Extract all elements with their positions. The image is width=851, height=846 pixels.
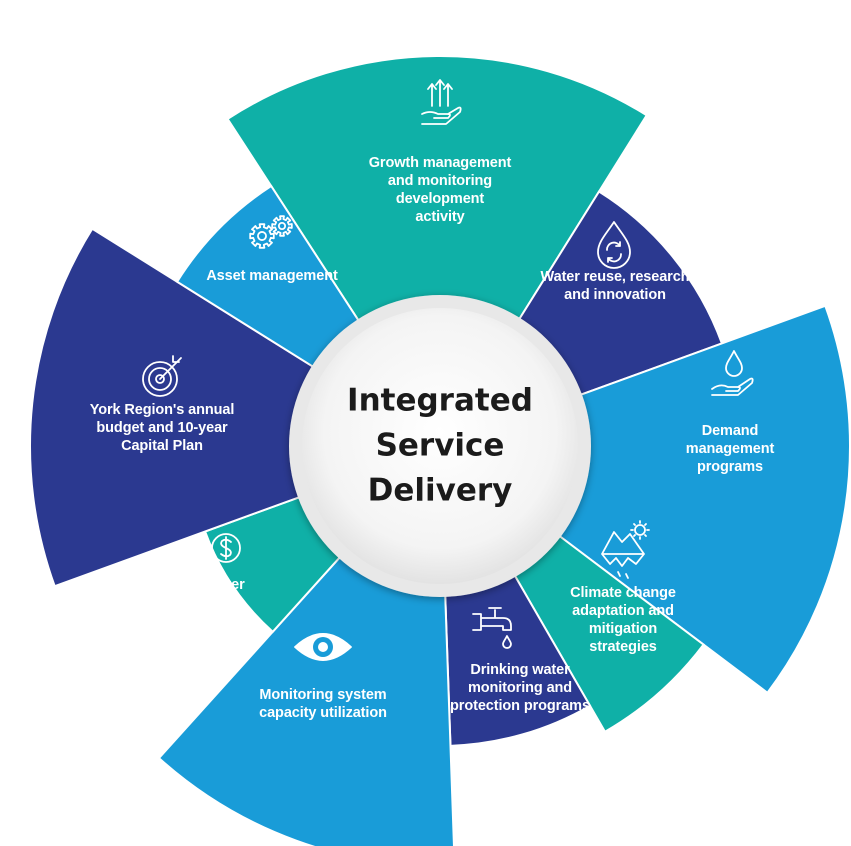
melting-iceberg-icon <box>601 520 650 579</box>
dollar-coin-icon <box>211 533 241 563</box>
segment-label-line: Drinking water <box>470 662 570 678</box>
segment-label-line: capacity utilization <box>259 705 387 721</box>
segment-label-line: strategies <box>589 639 657 655</box>
water-drop-recycle-icon <box>597 221 631 269</box>
segment-label-line: Water <box>205 577 245 593</box>
hand-water-drop-icon <box>711 350 754 396</box>
segment-label-line: protection programs <box>450 698 590 714</box>
segment-label: Asset management <box>206 267 337 285</box>
segment-label: Water reuse, research and innovation <box>541 268 690 304</box>
segment-label-line: Water reuse, research <box>540 269 690 285</box>
segment-label-line: programs <box>696 459 764 475</box>
segment-label-line: activity <box>415 209 465 225</box>
segment-label-line: Growth management <box>368 155 512 171</box>
segment-label-line: budget and 10-year <box>96 420 228 436</box>
segment-label-line: and monitoring <box>387 173 493 189</box>
eye-icon <box>294 633 352 661</box>
segment-icons <box>142 79 754 661</box>
segment-label-line: rates <box>207 595 243 611</box>
center-title-line-2: Service <box>375 427 505 464</box>
target-arrow-icon <box>142 355 182 397</box>
segment-label: Growth management and monitoring developme… <box>369 154 512 226</box>
segment-label-line: Capital Plan <box>121 438 203 454</box>
segment-label-line: Monitoring system <box>259 687 387 703</box>
center-title: Integrated Service Delivery <box>320 379 560 514</box>
segment-label-line: monitoring and <box>467 680 573 696</box>
segment-label-line: and innovation <box>564 287 666 303</box>
segment-label: Monitoring system capacity utilization <box>259 686 387 722</box>
faucet-icon <box>472 607 512 649</box>
segment-label-line: Climate change <box>570 585 676 601</box>
segment-label-line: Demand <box>701 423 759 439</box>
center-inner-disc <box>302 308 578 584</box>
segment-label: Water rates <box>205 576 244 612</box>
gears-icon <box>249 215 293 249</box>
hand-growth-arrows-icon <box>421 79 462 125</box>
segment-label-line: mitigation <box>588 621 658 637</box>
wheel-segments <box>29 55 851 846</box>
segment-label-line: adaptation and <box>572 603 674 619</box>
segment-label-line: York Region's annual <box>89 402 235 418</box>
center-title-line-1: Integrated <box>347 382 533 419</box>
segment-label-line: development <box>395 191 485 207</box>
segment-label: Drinking water monitoring and protection p… <box>450 661 590 715</box>
segment-label: Climate change adaptation and mitigation st… <box>570 584 676 656</box>
segment-label-line: Asset management <box>206 268 338 284</box>
segment-label-line: management <box>685 441 775 457</box>
segment-label: Demand management programs <box>685 422 775 476</box>
center-title-line-3: Delivery <box>367 472 513 509</box>
